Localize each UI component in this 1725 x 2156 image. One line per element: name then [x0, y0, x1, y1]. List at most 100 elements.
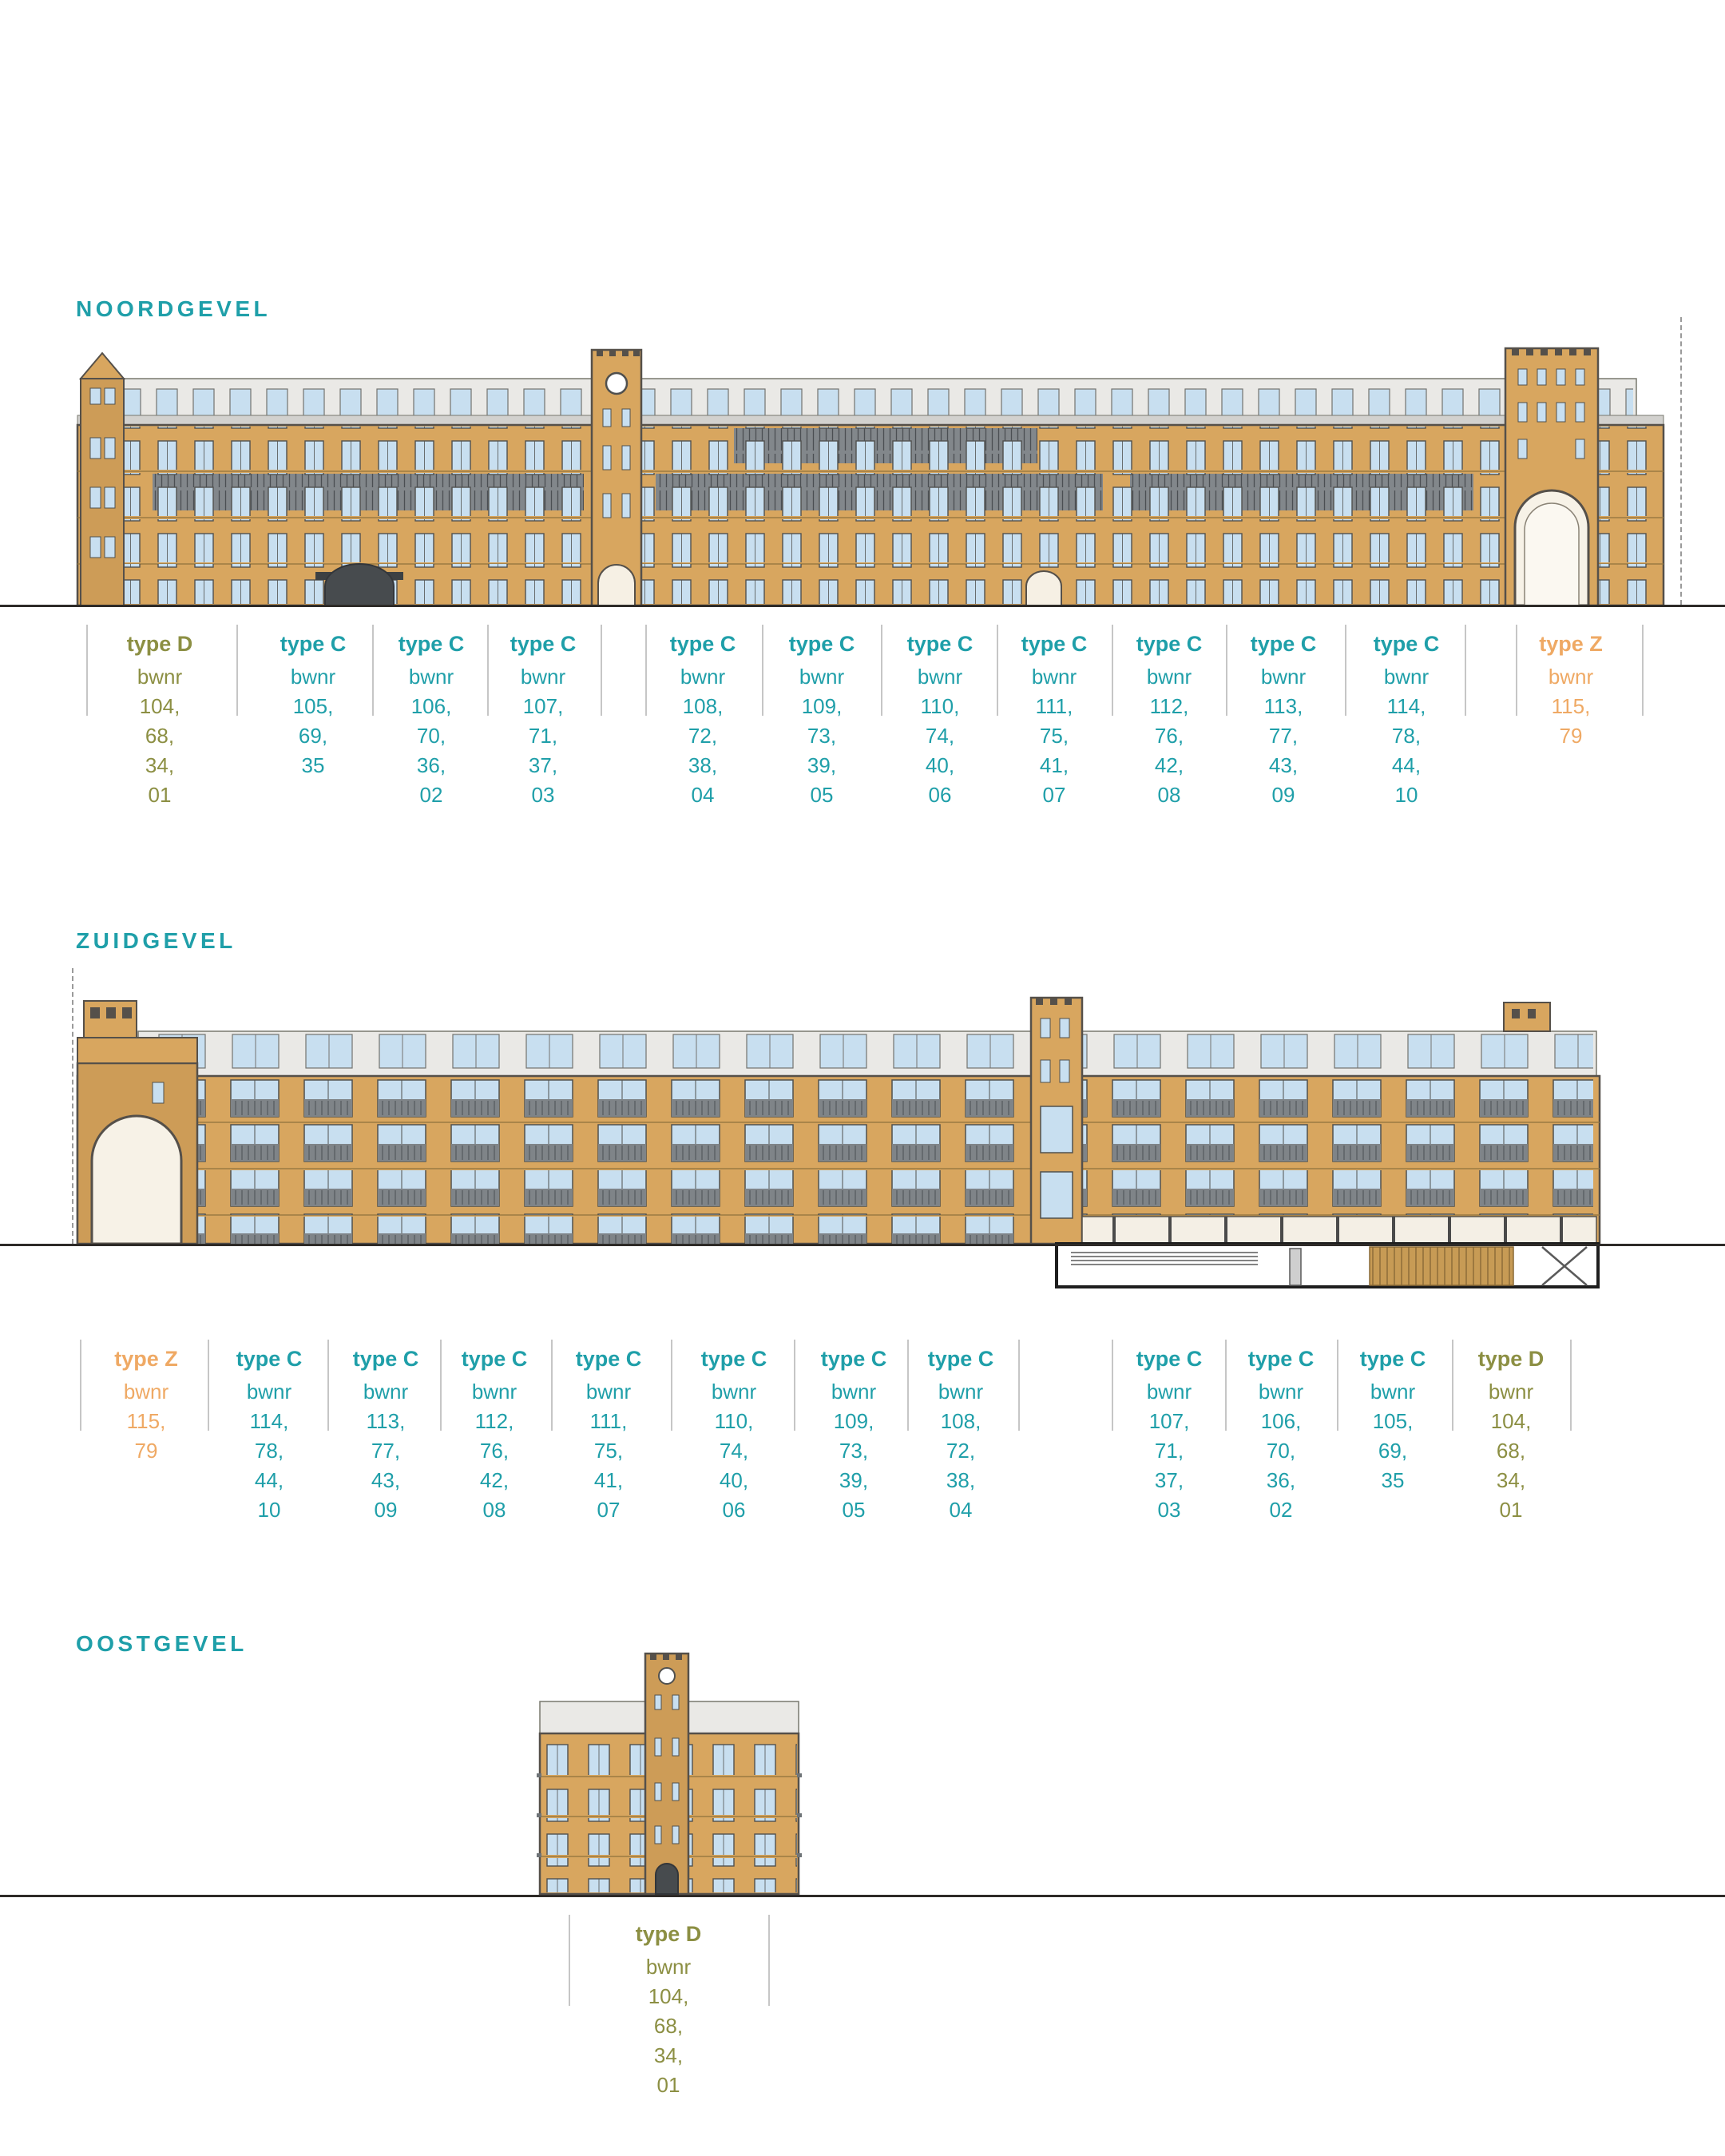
bwnr-number: 108,: [940, 1409, 981, 1433]
label-divider: [768, 1915, 770, 2006]
unit-type-label: type C: [398, 632, 465, 656]
bwnr-number: 107,: [522, 694, 564, 718]
bwnr-number: 112,: [474, 1409, 514, 1433]
bwnr-caption: bwnr: [938, 1380, 984, 1404]
bwnr-number: 114,: [1386, 694, 1426, 718]
bwnr-caption: bwnr: [1146, 1380, 1192, 1404]
unit-type-label: type C: [575, 1347, 642, 1371]
bwnr-caption: bwnr: [1258, 1380, 1304, 1404]
bwnr-caption: bwnr: [471, 1380, 518, 1404]
south-right-tower: [1503, 1002, 1551, 1032]
label-divider: [569, 1915, 570, 2006]
north-attic-floor: [77, 378, 1664, 426]
unit-type-label: type C: [1373, 632, 1440, 656]
north-main-facade: [76, 423, 1665, 606]
bwnr-number: 04: [691, 783, 715, 807]
bwnr-number: 34,: [653, 2043, 684, 2067]
bwnr-number: 104,: [1490, 1409, 1532, 1433]
boundary-dashed-line-north: [1680, 317, 1682, 605]
label-divider: [1226, 625, 1227, 716]
bwnr-number: 71,: [528, 724, 558, 748]
bwnr-number: 79: [134, 1439, 158, 1463]
bwnr-caption: bwnr: [711, 1380, 757, 1404]
bwnr-number: 78,: [1391, 724, 1422, 748]
unit-type-label: type C: [906, 632, 974, 656]
unit-type-label: type C: [1021, 632, 1088, 656]
bwnr-caption: bwnr: [123, 1380, 169, 1404]
east-tower: [644, 1652, 690, 1896]
bwnr-number: 104,: [648, 1984, 689, 2008]
bwnr-number: 06: [722, 1498, 746, 1522]
bwnr-number: 41,: [593, 1468, 624, 1492]
label-divider: [487, 625, 489, 716]
bwnr-number: 07: [1042, 783, 1066, 807]
bwnr-number: 05: [810, 783, 834, 807]
bwnr-caption: bwnr: [1488, 1380, 1534, 1404]
unit-type-label: type C: [788, 632, 855, 656]
label-divider: [372, 625, 374, 716]
bwnr-number: 34,: [1496, 1468, 1526, 1492]
unit-type-label: type C: [1359, 1347, 1426, 1371]
bwnr-number: 68,: [145, 724, 175, 748]
unit-type-label: type C: [669, 632, 736, 656]
label-divider: [440, 1340, 442, 1431]
north-left-tower: [78, 351, 126, 606]
bwnr-number: 03: [531, 783, 555, 807]
bwnr-caption: bwnr: [1548, 665, 1594, 689]
bwnr-number: 77,: [1268, 724, 1299, 748]
south-main-facade: [76, 1074, 1601, 1245]
unit-type-label: type C: [280, 632, 347, 656]
bwnr-number: 43,: [1268, 753, 1299, 777]
label-divider: [1642, 625, 1644, 716]
bwnr-number: 112,: [1149, 694, 1189, 718]
bwnr-number: 71,: [1154, 1439, 1184, 1463]
bwnr-number: 109,: [801, 694, 843, 718]
bwnr-number: 107,: [1148, 1409, 1190, 1433]
bwnr-caption: bwnr: [917, 665, 963, 689]
label-divider: [1112, 1340, 1113, 1431]
label-divider: [1112, 625, 1113, 716]
label-divider: [1570, 1340, 1572, 1431]
bwnr-number: 69,: [298, 724, 328, 748]
unit-type-label: type Z: [1539, 632, 1603, 656]
bwnr-number: 115,: [1551, 694, 1591, 718]
north-middle-tower: [590, 348, 643, 606]
section-title-noordgevel: NOORDGEVEL: [76, 296, 272, 321]
bwnr-number: 73,: [807, 724, 837, 748]
south-arch-tower: [76, 1000, 199, 1245]
unit-type-label: type C: [927, 1347, 994, 1371]
bwnr-number: 38,: [688, 753, 718, 777]
ground-line-south: [0, 1244, 1725, 1246]
south-pilotis-ground-floor: [1081, 1216, 1597, 1245]
north-gate-tower: [1504, 347, 1600, 606]
unit-type-label: type D: [1477, 1347, 1545, 1371]
label-divider: [1337, 1340, 1338, 1431]
bwnr-number: 02: [419, 783, 443, 807]
bwnr-number: 42,: [479, 1468, 510, 1492]
bwnr-number: 110,: [920, 694, 960, 718]
label-divider: [1452, 1340, 1453, 1431]
unit-type-label: type C: [510, 632, 577, 656]
bwnr-number: 113,: [366, 1409, 406, 1433]
unit-type-label: type C: [461, 1347, 528, 1371]
unit-type-label: type C: [236, 1347, 303, 1371]
bwnr-number: 36,: [416, 753, 446, 777]
bwnr-number: 105,: [292, 694, 334, 718]
bwnr-number: 01: [148, 783, 172, 807]
bwnr-number: 35: [1381, 1468, 1405, 1492]
bwnr-caption: bwnr: [363, 1380, 409, 1404]
bwnr-number: 38,: [946, 1468, 976, 1492]
label-divider: [794, 1340, 795, 1431]
bwnr-number: 08: [482, 1498, 506, 1522]
